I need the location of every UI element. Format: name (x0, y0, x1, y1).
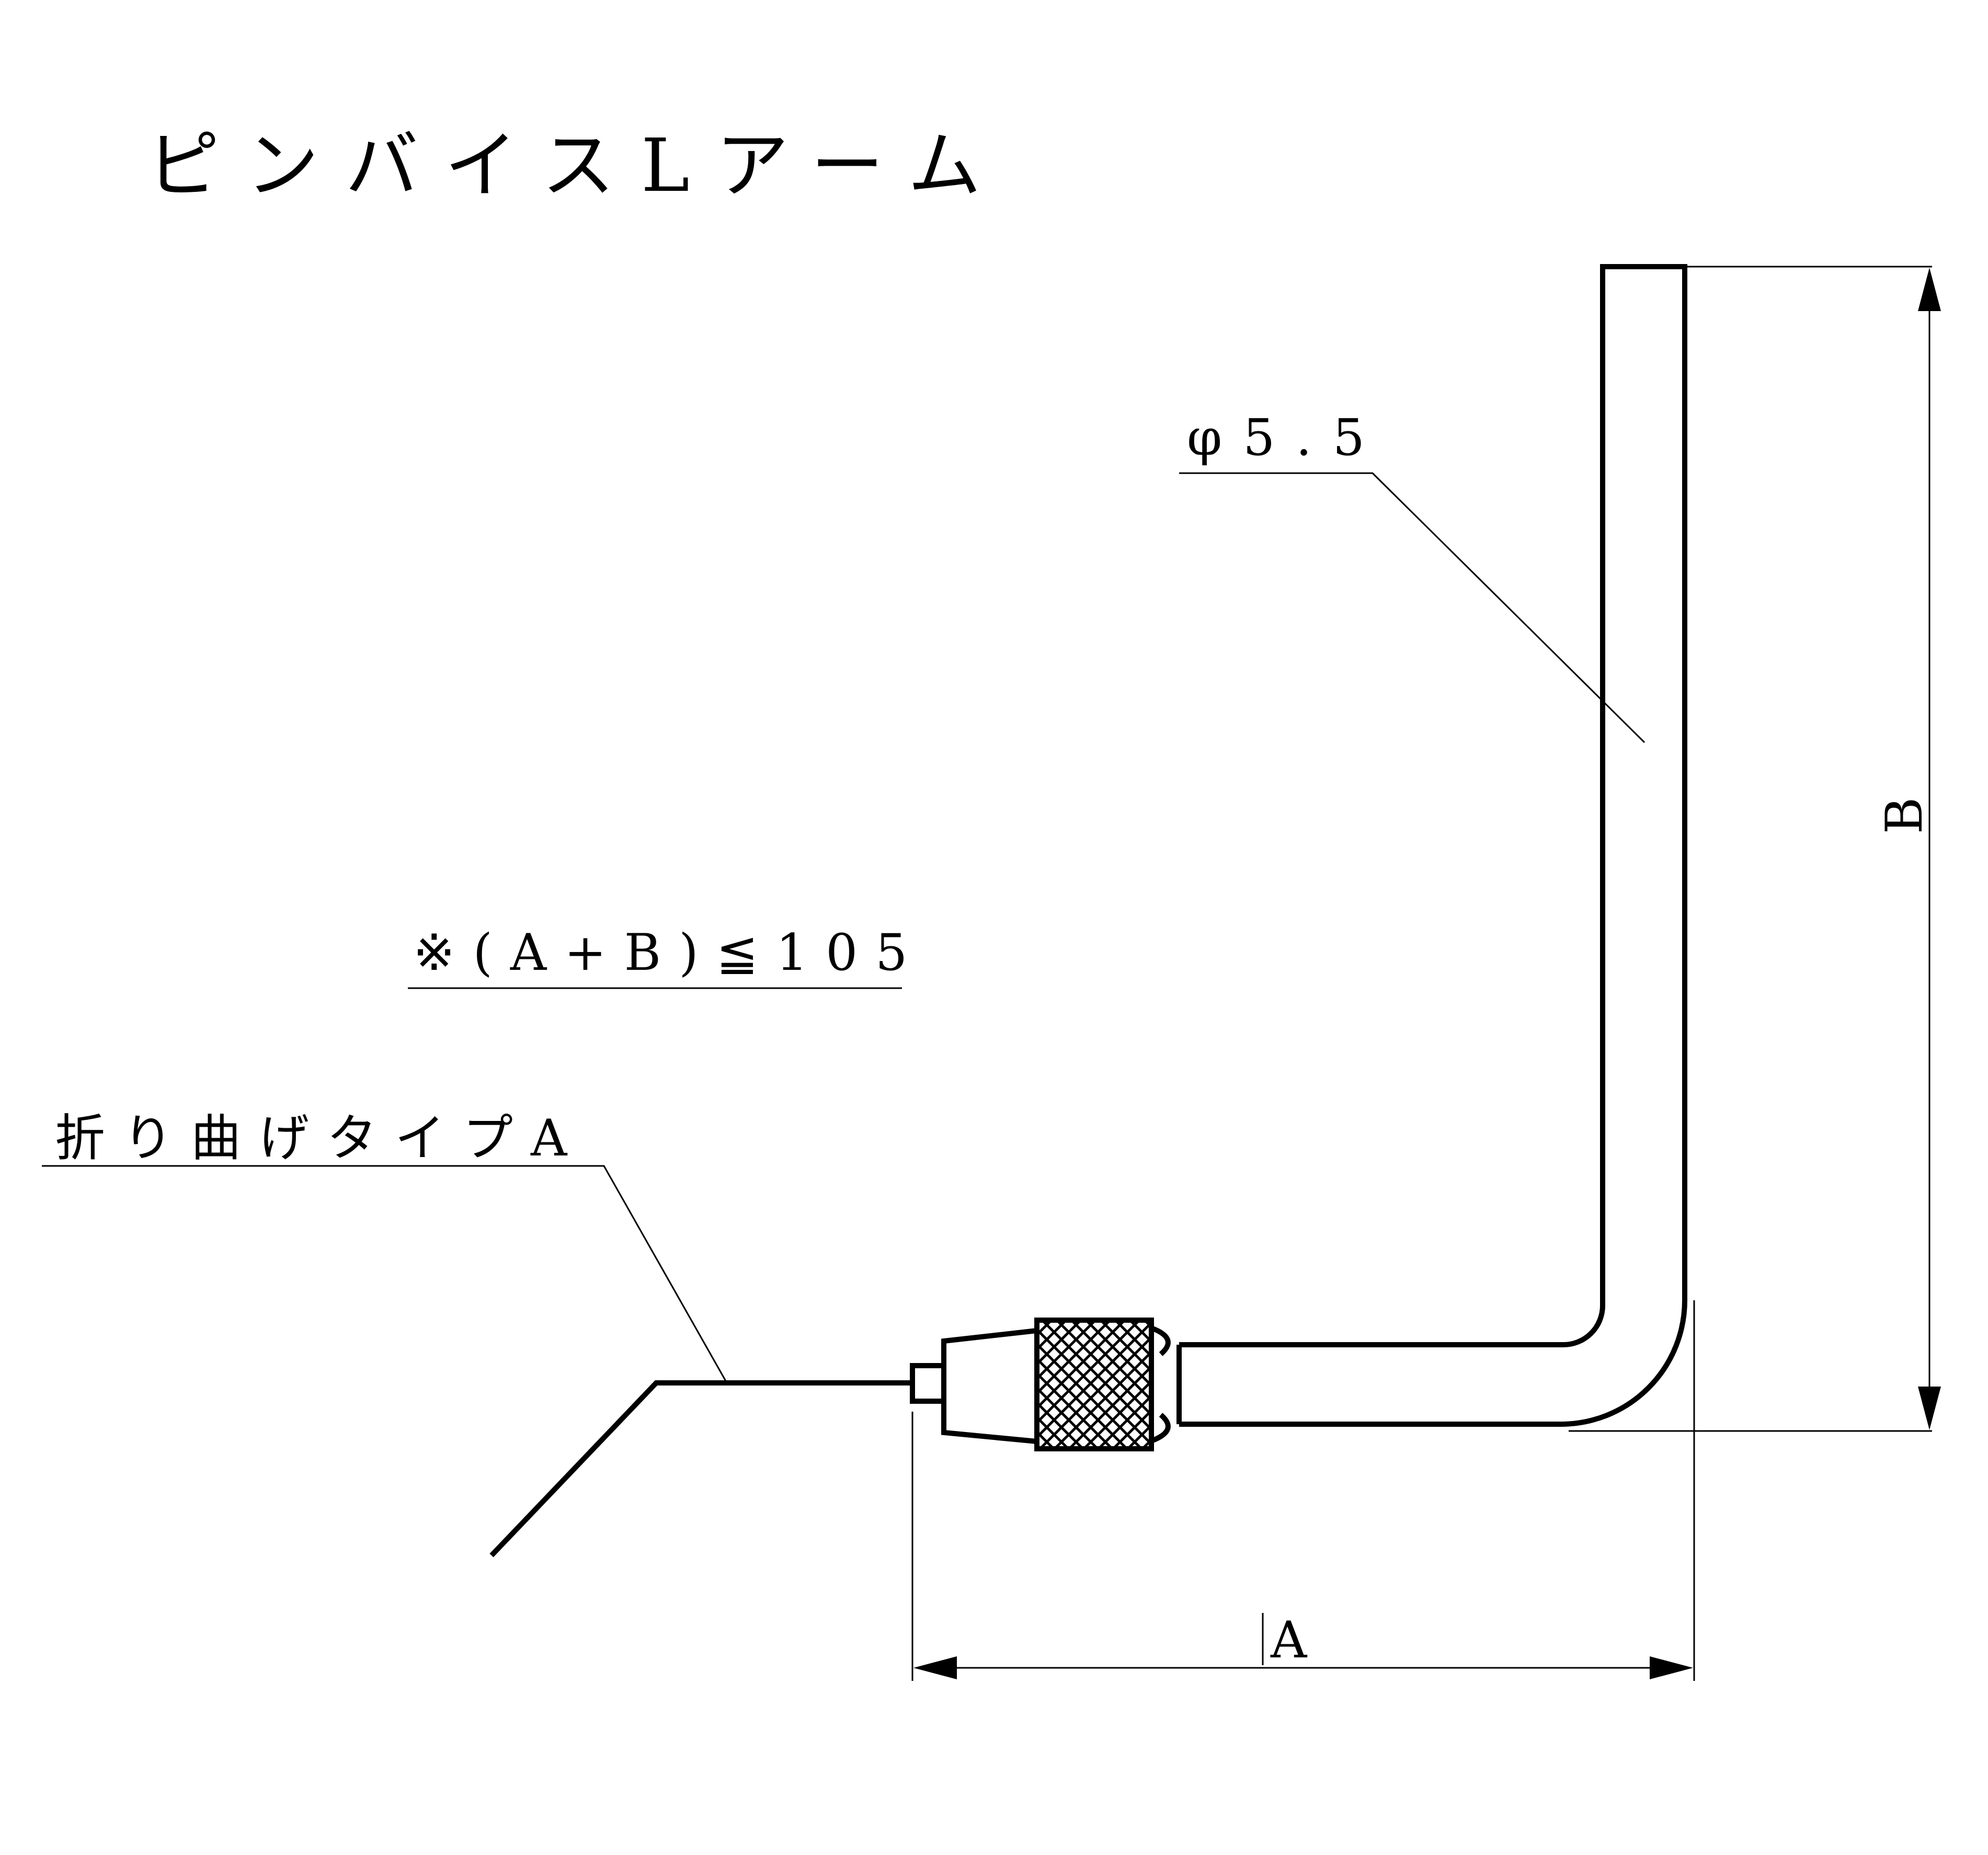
dimension-a-arrow-left (913, 1656, 957, 1679)
dimension-b-arrow-bottom (1918, 1387, 1941, 1430)
drawing-title: ピンバイスLアーム (146, 123, 1007, 209)
dimension-a-label: A (1270, 1611, 1308, 1669)
dimension-b-label: B (1875, 797, 1934, 834)
diameter-label: φ5.5 (1187, 408, 1386, 467)
collet-nose (910, 1363, 946, 1404)
dimension-b: B (1569, 266, 1941, 1432)
tapered-collet (941, 1327, 1039, 1445)
dimension-a: A (911, 1300, 1695, 1681)
collet-groove-curves (1150, 1325, 1171, 1444)
knurled-nut (1034, 1318, 1154, 1451)
dimension-b-arrow-top (1918, 268, 1941, 311)
diameter-leader (1179, 472, 1646, 743)
type-label: 折り曲げタイプA (55, 1109, 585, 1167)
constraint-note: ※(A+B)≦105 (413, 923, 925, 982)
dimension-a-arrow-right (1650, 1656, 1693, 1679)
bent-wire (489, 1380, 912, 1558)
type-leader (42, 1165, 728, 1383)
arm-rod (1179, 264, 1687, 1427)
